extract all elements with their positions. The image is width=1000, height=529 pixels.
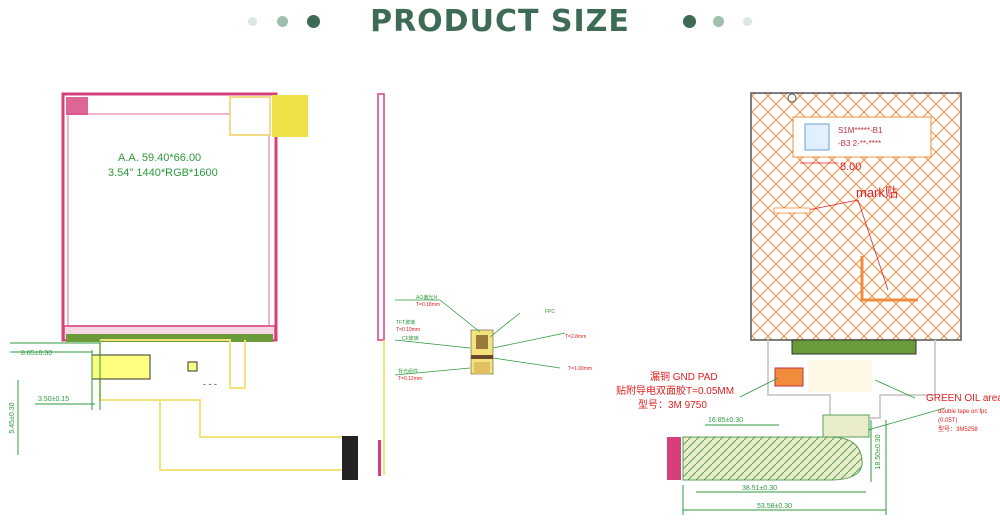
label-line-1: S1M*****-B1 <box>838 126 883 135</box>
board-connector <box>342 436 358 480</box>
aa-label: A.A. 59.40*66.00 <box>118 152 201 164</box>
component <box>187 361 198 372</box>
marker-dashes: - - - <box>203 379 217 389</box>
corner-mark <box>66 97 88 115</box>
dimension-lines <box>10 340 101 455</box>
side-note-1: T=0.18mm <box>416 302 440 308</box>
mark-bracket <box>860 256 918 302</box>
side-layer-2: TFT玻璃 <box>396 319 415 326</box>
side-note-4: T=2.8mm <box>565 334 586 340</box>
dot-light <box>743 17 752 26</box>
mark-label: mark贴 <box>856 185 898 200</box>
side-layer-5: FPC <box>545 309 555 315</box>
side-note-2: T=0.10mm <box>396 327 420 333</box>
dim-bottom-outer: 53.58±0.30 <box>757 503 792 510</box>
mark-slot-1 <box>773 207 811 214</box>
back-dimension-lines <box>682 420 887 515</box>
green-oil-label: GREEN OIL area <box>926 393 1000 404</box>
gnd-pad-label: 漏铜 GND PAD <box>650 371 718 383</box>
dim-vertical: 5.45±0.30 <box>9 402 16 433</box>
page-title: PRODUCT SIZE <box>370 4 630 39</box>
side-view: AG偏光片 T=0.18mm TFT玻璃 T=0.10mm CF玻璃 背光组件 … <box>377 93 592 475</box>
green-oil-area <box>808 360 872 392</box>
dot-dark <box>683 15 696 28</box>
tail-fpc <box>682 436 863 481</box>
back-view: S1M*****-B1 -B3 2-**-**** 8.00 mark贴 <box>616 92 1000 515</box>
side-note-5: T=1.00mm <box>568 366 592 372</box>
label-width-dim: 8.00 <box>840 161 861 173</box>
dim-top-offset: 8.85±0.30 <box>21 350 52 357</box>
double-tape-model: 型号：3M5258 <box>938 425 978 433</box>
layer-stack-detail <box>470 329 494 375</box>
mark-leader <box>807 199 889 291</box>
label-patch <box>272 95 308 137</box>
side-note-3: T=0.12mm <box>398 376 422 382</box>
dim-fpc-left: 3.50±0.15 <box>38 396 69 403</box>
dim-fpc-width: 16.85±0.30 <box>708 417 743 424</box>
tail-stiffener <box>822 414 870 438</box>
dot-mid <box>713 16 724 27</box>
gnd-pad <box>774 367 804 387</box>
front-view: A.A. 59.40*66.00 3.54" 1440*RGB*1600 - -… <box>9 92 381 480</box>
label-line-2: -B3 2-**-**** <box>838 139 881 148</box>
spec-label: 3.54" 1440*RGB*1600 <box>108 167 218 179</box>
pin-icon <box>787 93 797 103</box>
chip-area <box>91 354 151 380</box>
back-connector <box>791 339 917 355</box>
dot-light <box>248 17 257 26</box>
header: PRODUCT SIZE <box>0 2 1000 42</box>
side-layer-1: AG偏光片 <box>416 294 438 301</box>
dot-mid <box>277 16 288 27</box>
side-body <box>377 93 385 341</box>
fpc-connector <box>66 334 273 342</box>
label-area <box>229 96 271 136</box>
side-layer-4: 背光组件 <box>398 368 418 375</box>
dim-bottom-inner: 38.51±0.30 <box>742 485 777 492</box>
double-tape-thickness: (0.05T) <box>938 418 957 424</box>
dot-dark <box>307 15 320 28</box>
tail-connector <box>667 437 681 480</box>
qr-code <box>804 123 830 151</box>
side-layer-3: CF玻璃 <box>402 335 419 342</box>
dim-fpc-height: 18.50±0.30 <box>875 434 882 469</box>
tape-model-label: 型号：3M 9750 <box>638 398 707 411</box>
back-leader-lines <box>739 377 946 431</box>
leader-lines <box>394 299 566 376</box>
double-tape-label: double tape on fpc <box>938 409 987 415</box>
side-connector <box>378 440 381 476</box>
tape-label: 贴附导电双面胶T=0.05MM <box>616 384 734 397</box>
